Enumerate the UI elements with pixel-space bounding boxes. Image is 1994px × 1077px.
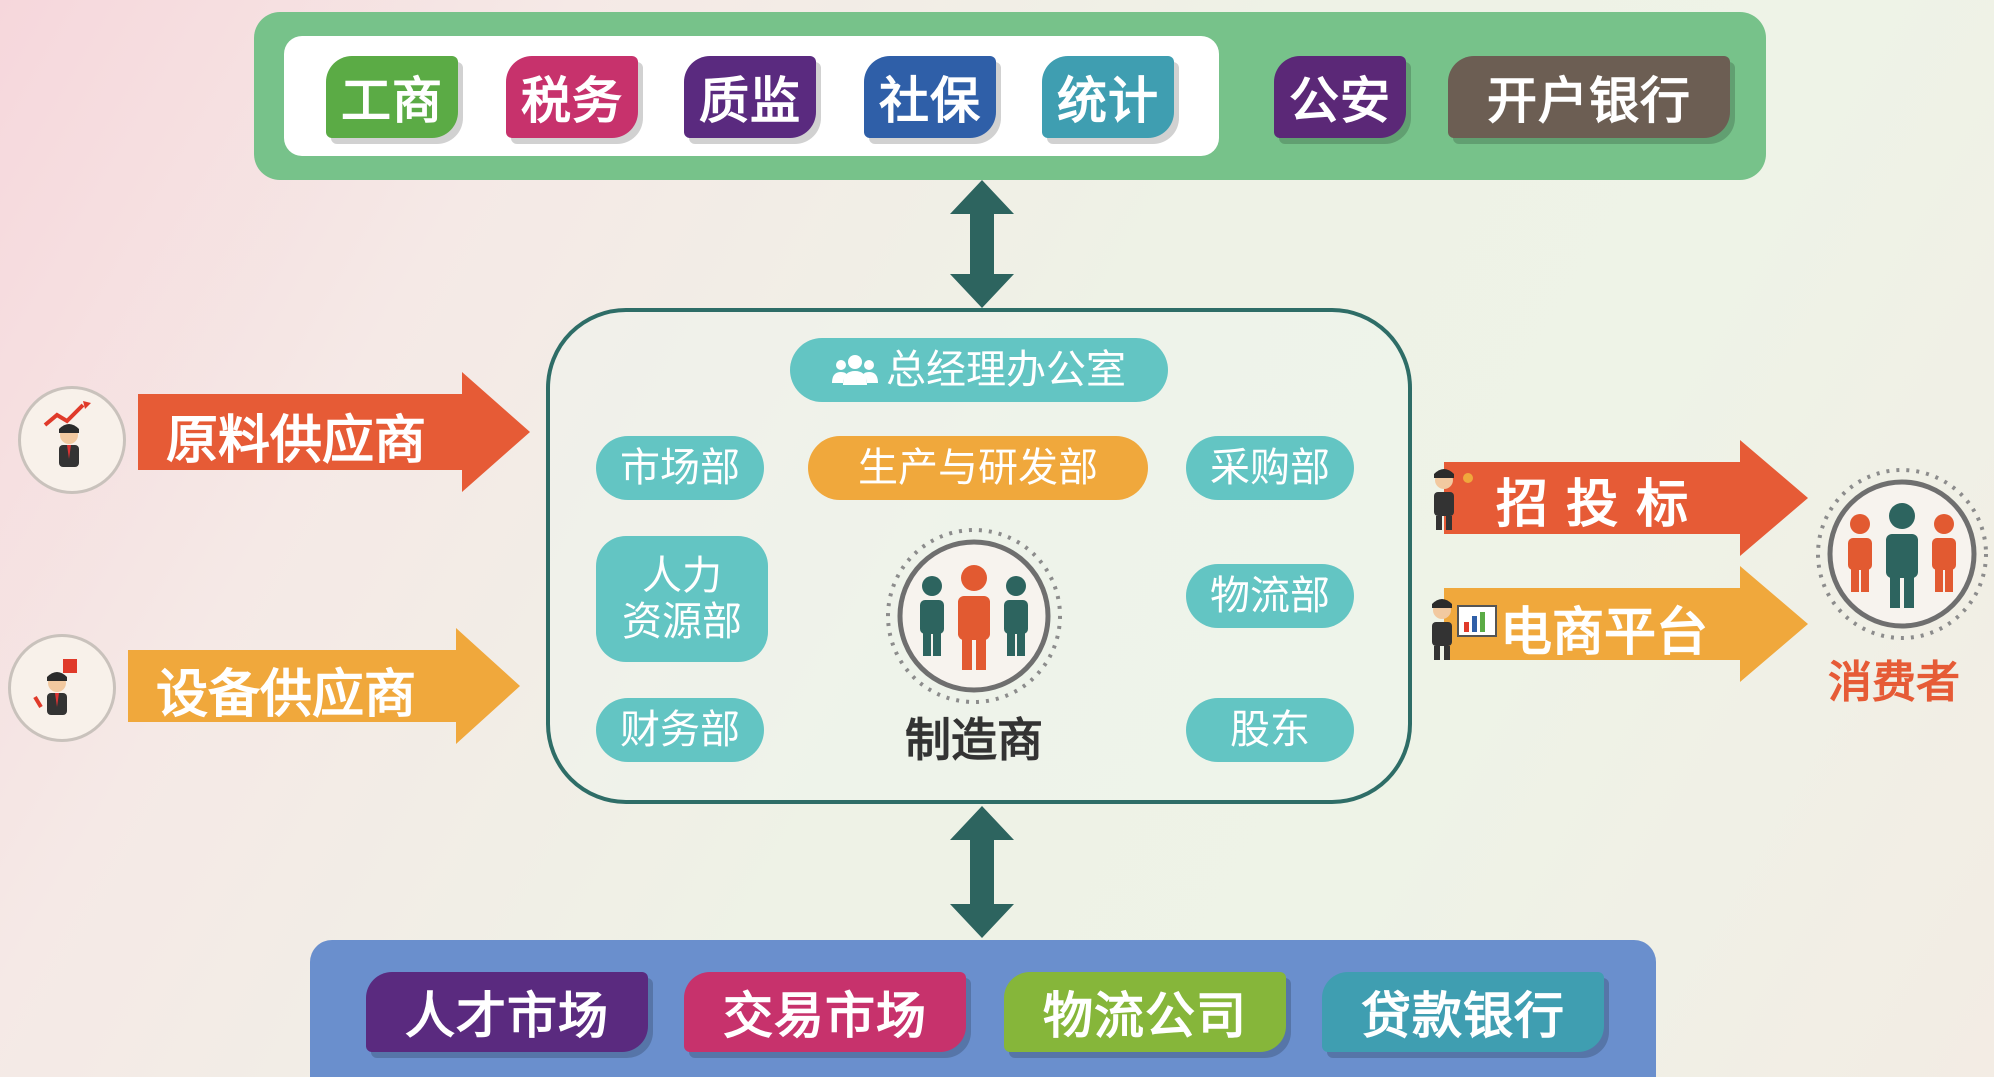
dept-hr-line1: 人力	[642, 553, 722, 599]
double-arrow-top	[950, 180, 1014, 308]
consumer-people-icon	[1816, 468, 1988, 640]
dept-purchase[interactable]: 采购部	[1186, 436, 1354, 500]
manufacturer-people-icon	[886, 528, 1062, 704]
bidding-arrow	[1444, 440, 1808, 556]
raw-supplier-label[interactable]: 原料供应商	[166, 411, 427, 471]
agency-social-security[interactable]: 社保	[864, 56, 996, 138]
dept-shareholders[interactable]: 股东	[1186, 698, 1354, 762]
agency-quality[interactable]: 质监	[684, 56, 816, 138]
general-manager-office[interactable]: 总经理办公室	[790, 338, 1168, 402]
dept-hr-line2: 资源部	[622, 599, 742, 645]
manufacturer-label: 制造商	[905, 713, 1043, 767]
consumer-label: 消费者	[1828, 657, 1960, 708]
businessman-screen-icon	[1432, 599, 1497, 660]
dept-finance[interactable]: 财务部	[596, 698, 764, 762]
market-logistics-company[interactable]: 物流公司	[1004, 972, 1286, 1052]
dept-logistics[interactable]: 物流部	[1186, 564, 1354, 628]
businessman-icon	[43, 401, 91, 467]
general-manager-office-label: 总经理办公室	[886, 347, 1126, 393]
agency-bank[interactable]: 开户银行	[1448, 56, 1730, 138]
dept-hr[interactable]: 人力 资源部	[596, 536, 768, 662]
agency-tax[interactable]: 税务	[506, 56, 638, 138]
ecommerce-label[interactable]: 电商平台	[1500, 603, 1709, 663]
equipment-supplier-label[interactable]: 设备供应商	[156, 665, 417, 725]
agency-gongshang[interactable]: 工商	[326, 56, 458, 138]
agency-police[interactable]: 公安	[1274, 56, 1406, 138]
market-loan-bank[interactable]: 贷款银行	[1322, 972, 1604, 1052]
double-arrow-bottom	[950, 806, 1014, 938]
raw-supplier-avatar	[18, 386, 126, 494]
businessman-icon	[33, 659, 77, 715]
equipment-supplier-avatar	[8, 634, 116, 742]
agency-statistics[interactable]: 统计	[1042, 56, 1174, 138]
market-talent[interactable]: 人才市场	[366, 972, 648, 1052]
dept-production-rd[interactable]: 生产与研发部	[808, 436, 1148, 500]
dept-market[interactable]: 市场部	[596, 436, 764, 500]
group-icon	[832, 355, 878, 385]
bidding-label[interactable]: 招 投 标	[1496, 475, 1689, 535]
raw-supplier-arrow	[138, 372, 530, 492]
businessman-bid-icon	[1434, 469, 1473, 530]
market-trading[interactable]: 交易市场	[684, 972, 966, 1052]
ecommerce-arrow	[1444, 566, 1808, 682]
equipment-supplier-arrow	[128, 628, 520, 744]
